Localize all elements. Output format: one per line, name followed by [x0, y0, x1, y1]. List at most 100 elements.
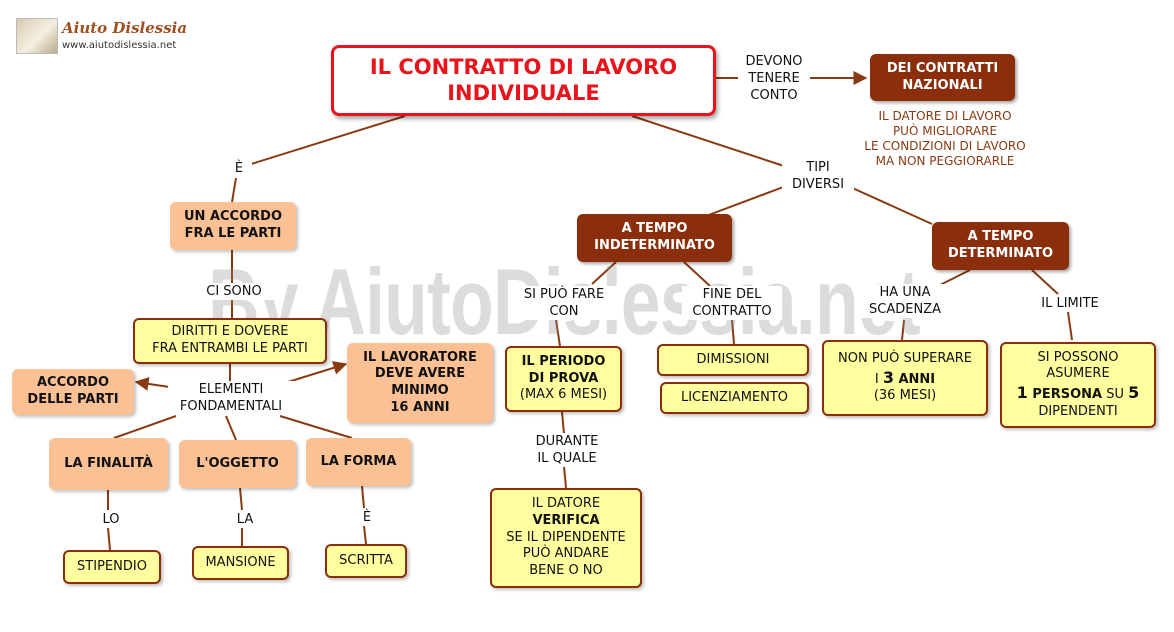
label-e: È — [226, 160, 252, 178]
label-line: CONTO — [750, 88, 798, 104]
node-accordo-fra-parti: UN ACCORDO FRA LE PARTI — [170, 202, 296, 250]
node-line: VERIFICA — [532, 513, 600, 529]
edge-e-scritta — [363, 525, 367, 545]
edge-main-tipi — [631, 115, 791, 169]
node-finalita: LA FINALITÀ — [49, 438, 168, 490]
label-line: IL LIMITE — [1041, 296, 1099, 311]
note-line: PUÒ MIGLIORARE — [892, 124, 998, 138]
text-part: SU — [1102, 387, 1129, 402]
edge-forma-e — [361, 485, 365, 509]
edge-durante-verifica — [563, 465, 567, 489]
label-elementi-fondamentali: ELEMENTI FONDAMENTALI — [168, 381, 294, 416]
node-line: DEI CONTRATTI — [886, 60, 999, 76]
node-licenziamento: LICENZIAMENTO — [660, 382, 809, 414]
edge-lo-stipendio — [107, 527, 111, 551]
label-line: SCADENZA — [869, 302, 941, 318]
node-line: A TEMPO — [621, 221, 688, 237]
node-line: LA FORMA — [320, 453, 397, 469]
edge-fine-dimissioni — [731, 319, 735, 345]
node-line: DETERMINATO — [947, 246, 1054, 261]
edge-main-e — [247, 115, 406, 166]
label-line: HA UNA — [879, 285, 931, 300]
label-fine-contratto: FINE DEL CONTRATTO — [682, 286, 782, 321]
site-logo: Aiuto Dislessia www.aiutodislessia.net — [16, 18, 187, 58]
node-line: DELLE PARTI — [27, 392, 119, 407]
node-line: DIMISSIONI — [696, 351, 770, 367]
logo-title: Aiuto Dislessia — [62, 19, 188, 37]
label-lo: LO — [94, 511, 128, 529]
node-mansione: MANSIONE — [192, 546, 289, 580]
text-part: 1 — [1016, 383, 1028, 402]
node-line: ASUMERE — [1046, 366, 1110, 382]
label-line: DIVERSI — [791, 177, 845, 193]
node-line: FRA ENTRAMBI LE PARTI — [152, 341, 308, 356]
label-ha-una-scadenza: HA UNA SCADENZA — [858, 284, 952, 319]
node-line: PUÒ ANDARE — [522, 546, 610, 562]
node-line: DEVE AVERE — [374, 366, 466, 382]
node-main-title: IL CONTRATTO DI LAVORO INDIVIDUALE — [331, 45, 716, 116]
label-line: LA — [236, 512, 254, 527]
node-diritti-doveri: DIRITTI E DOVERE FRA ENTRAMBI LE PARTI — [133, 318, 327, 364]
note-line: IL DATORE DI LAVORO — [878, 109, 1012, 123]
edge-elementi-oggetto — [225, 415, 237, 441]
edge-det-scadenza — [937, 269, 971, 287]
node-line: (MAX 6 MESI) — [519, 387, 608, 403]
label-il-limite: IL LIMITE — [1027, 295, 1113, 313]
label-line: ELEMENTI — [198, 382, 264, 397]
node-line: A TEMPO — [967, 229, 1034, 245]
node-line: SCRITTA — [339, 552, 393, 568]
edge-e-accordo — [231, 177, 237, 203]
note-datore-migliorare: IL DATORE DI LAVORO PUÒ MIGLIORARE LE CO… — [852, 109, 1038, 169]
node-line: ACCORDO — [36, 375, 110, 391]
node-line: SE IL DIPENDENTE — [506, 529, 626, 545]
text-part: 3 — [882, 367, 894, 387]
text-part: ANNI — [893, 371, 936, 387]
edge-periodo-durante — [561, 411, 565, 435]
main-title-line-1: IL CONTRATTO DI LAVORO — [369, 55, 678, 80]
node-oggetto: L'OGGETTO — [179, 440, 296, 488]
node-line: L'OGGETTO — [196, 455, 279, 471]
node-line: FRA LE PARTI — [184, 226, 282, 241]
label-line: IL QUALE — [537, 451, 597, 467]
node-line: I 3 ANNI — [875, 368, 935, 389]
node-line: LA FINALITÀ — [64, 455, 153, 471]
main-title-line-2: INDIVIDUALE — [447, 80, 600, 105]
label-line: È — [234, 161, 244, 176]
node-tempo-determinato: A TEMPO DETERMINATO — [932, 222, 1069, 270]
node-line: NAZIONALI — [902, 77, 983, 93]
node-periodo-prova: IL PERIODO DI PROVA (MAX 6 MESI) — [505, 346, 622, 412]
edge-oggetto-la — [239, 487, 243, 511]
node-forma: LA FORMA — [306, 438, 411, 486]
edge-elementi-lavoratore — [287, 361, 348, 383]
node-scritta: SCRITTA — [325, 544, 407, 578]
edge-tipi-determinato — [847, 185, 933, 225]
label-line: SI PUÒ FARE — [523, 287, 605, 302]
node-line: IL LAVORATORE — [363, 349, 477, 365]
label-line: È — [362, 510, 372, 525]
node-una-persona: SI POSSONO ASUMERE 1 PERSONA SU 5 DIPEND… — [1000, 342, 1156, 428]
node-stipendio: STIPENDIO — [63, 550, 161, 584]
label-durante-il-quale: DURANTE IL QUALE — [522, 433, 612, 468]
label-line: TENERE — [748, 71, 800, 87]
edge-elementi-forma — [279, 415, 353, 439]
label-line: DEVONO — [745, 54, 803, 69]
node-line: MINIMO — [391, 383, 449, 398]
label-tipi-diversi: TIPI DIVERSI — [782, 159, 854, 194]
node-line: DI PROVA — [528, 370, 599, 386]
node-line: DIPENDENTI — [1038, 403, 1118, 419]
node-line: BENE O NO — [529, 562, 603, 578]
node-line: MANSIONE — [205, 554, 276, 570]
edge-tipi-indeterminato — [705, 185, 787, 217]
label-e-scritta: È — [354, 509, 380, 527]
logo-url: www.aiutodislessia.net — [62, 40, 177, 51]
node-line: INDETERMINATO — [594, 238, 715, 253]
node-tempo-indeterminato: A TEMPO INDETERMINATO — [577, 214, 732, 262]
label-line: FINE DEL — [702, 287, 762, 302]
node-datore-verifica: IL DATORE VERIFICA SE IL DIPENDENTE PUÒ … — [490, 488, 642, 588]
label-ci-sono: CI SONO — [194, 283, 274, 301]
label-si-puo-fare-con: SI PUÒ FARE CON — [510, 286, 618, 321]
label-line: LO — [102, 512, 120, 527]
node-line: LICENZIAMENTO — [680, 389, 789, 405]
